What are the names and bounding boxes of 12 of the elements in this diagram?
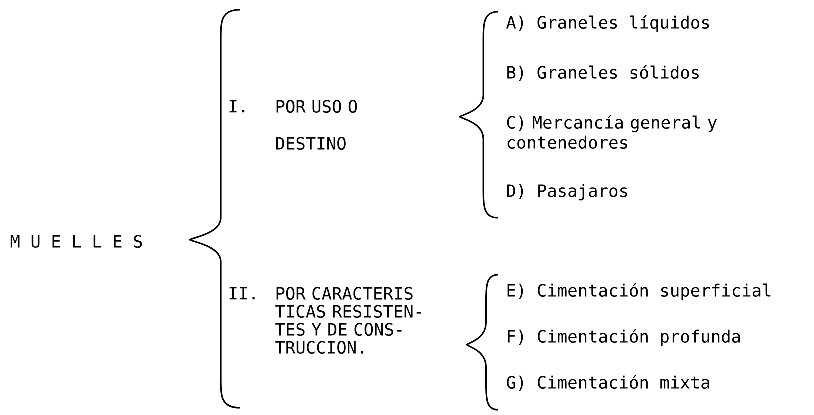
item-text: B) Graneles sólidos	[508, 65, 699, 82]
roman-numeral: II.	[230, 287, 255, 300]
item-text: C) Mercancía general y contenedores	[507, 115, 717, 150]
item-text: F) Cimentación profunda	[508, 329, 740, 346]
roman-numeral: I.	[230, 100, 245, 113]
item-text: D) Pasajaros	[507, 184, 628, 201]
category-text: POR USO O DESTINO	[276, 100, 358, 150]
title-text: M U E L L E S	[10, 235, 142, 248]
category-text: POR CARACTERIS TICAS RESISTEN- TES Y DE CONS- TRUCCION.	[276, 287, 422, 354]
item-text: E) Cimentación superficial	[508, 283, 771, 300]
item-text: G) Cimentación mixta	[507, 375, 710, 392]
item-text: A) Graneles líquidos	[506, 15, 710, 32]
